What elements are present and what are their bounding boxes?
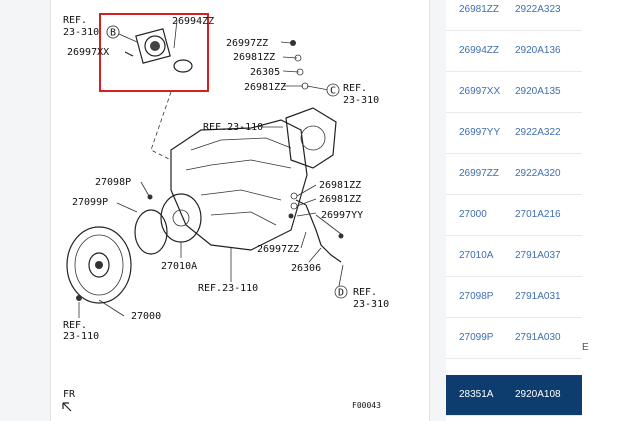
circle-c-label: C xyxy=(330,86,336,97)
case-cover[interactable] xyxy=(285,107,337,169)
exploded-parts-diagram: B C D REF. 23-310 26994ZZ 26997XX 26997Z… xyxy=(62,13,389,412)
part-code[interactable]: 28351A xyxy=(459,389,494,400)
part-code[interactable]: 26981ZZ xyxy=(459,4,500,15)
part-code[interactable]: 26997YY xyxy=(459,127,501,138)
ref-label: REF. xyxy=(63,15,87,26)
bolt xyxy=(76,295,82,301)
part-number[interactable]: 2920A135 xyxy=(515,86,561,97)
part-callout-26981zz[interactable]: 26981ZZ xyxy=(233,52,275,63)
circle-b-label: B xyxy=(110,28,116,39)
ref-label: 23-310 xyxy=(353,299,389,310)
part-callout-27098p[interactable]: 27098P xyxy=(95,177,131,188)
part-callout-26305[interactable]: 26305 xyxy=(250,67,280,78)
table-row[interactable]: 26981ZZ 2922A323 xyxy=(446,0,582,31)
part-callout-26994zz[interactable]: 26994ZZ xyxy=(172,16,214,27)
table-row[interactable]: 27099P 2791A030 xyxy=(446,318,582,359)
table-row[interactable]: 27000 2701A216 xyxy=(446,195,582,236)
part-callout-26997zz[interactable]: 26997ZZ xyxy=(226,38,268,49)
part-number[interactable]: 2791A031 xyxy=(515,291,561,302)
ref-label: REF. xyxy=(353,287,377,298)
torque-converter[interactable] xyxy=(66,226,132,304)
o-ring[interactable] xyxy=(134,209,168,255)
part-code[interactable]: 26997XX xyxy=(459,86,501,97)
right-edge-panel: E xyxy=(582,0,640,421)
part-callout-26997yy[interactable]: 26997YY xyxy=(321,210,363,221)
part-number[interactable]: 2922A323 xyxy=(515,4,561,15)
parts-diagram-panel: B C D REF. 23-310 26994ZZ 26997XX 26997Z… xyxy=(50,0,467,421)
part-code[interactable]: 27099P xyxy=(459,332,494,343)
fr-label: FR xyxy=(63,389,76,400)
table-row[interactable]: 26997ZZ 2922A320 xyxy=(446,154,582,195)
table-row-selected[interactable]: 28351A 2920A108 xyxy=(446,375,582,416)
part-callout-26981zz[interactable]: 26981ZZ xyxy=(319,180,361,191)
transmission-case[interactable] xyxy=(170,119,308,251)
table-row[interactable]: 27010A 2791A037 xyxy=(446,236,582,277)
table-row[interactable]: 27098P 2791A031 xyxy=(446,277,582,318)
highlight-box xyxy=(99,13,209,92)
part-callout-27010a[interactable]: 27010A xyxy=(161,261,197,272)
ref-label: 23-110 xyxy=(63,331,99,342)
table-row[interactable]: 26997YY 2922A322 xyxy=(446,113,582,154)
part-callout-26306[interactable]: 26306 xyxy=(291,263,321,274)
front-arrow-icon xyxy=(62,402,72,412)
ref-callout[interactable]: REF.23-110 xyxy=(203,122,263,133)
part-callout-26997zz[interactable]: 26997ZZ xyxy=(257,244,299,255)
part-callout-26997xx[interactable]: 26997XX xyxy=(67,47,109,58)
part-callout-26981zz[interactable]: 26981ZZ xyxy=(319,194,361,205)
circle-d-label: D xyxy=(338,288,344,299)
part-code[interactable]: 27098P xyxy=(459,291,494,302)
table-row[interactable]: 26994ZZ 2920A136 xyxy=(446,31,582,72)
ref-label: REF. xyxy=(343,83,367,94)
figure-code: F00043 xyxy=(352,401,381,410)
truncated-text: E xyxy=(582,342,589,353)
part-code[interactable]: 27010A xyxy=(459,250,494,261)
part-code[interactable]: 26994ZZ xyxy=(459,45,500,56)
oil-pump-assembly[interactable] xyxy=(124,28,193,73)
part-callout-27000[interactable]: 27000 xyxy=(131,311,161,322)
part-number[interactable]: 2920A108 xyxy=(515,389,561,400)
part-code[interactable]: 27000 xyxy=(459,209,487,220)
part-callout-26981zz[interactable]: 26981ZZ xyxy=(244,82,286,93)
ref-label: REF. xyxy=(63,320,87,331)
ref-callout[interactable]: REF.23-110 xyxy=(198,283,258,294)
part-number[interactable]: 2701A216 xyxy=(515,209,561,220)
part-number[interactable]: 2920A136 xyxy=(515,45,561,56)
part-callout-27099p[interactable]: 27099P xyxy=(72,197,108,208)
table-row[interactable]: 26997XX 2920A135 xyxy=(446,72,582,113)
part-number[interactable]: 2922A320 xyxy=(515,168,561,179)
part-number[interactable]: 2791A030 xyxy=(515,332,561,343)
leader-lines xyxy=(78,19,344,318)
ref-label: 23-310 xyxy=(63,27,99,38)
ref-label: 23-310 xyxy=(343,95,379,106)
part-number[interactable]: 2922A322 xyxy=(515,127,561,138)
oil-hose[interactable] xyxy=(295,199,342,263)
part-number[interactable]: 2791A037 xyxy=(515,250,561,261)
part-code[interactable]: 26997ZZ xyxy=(459,168,500,179)
